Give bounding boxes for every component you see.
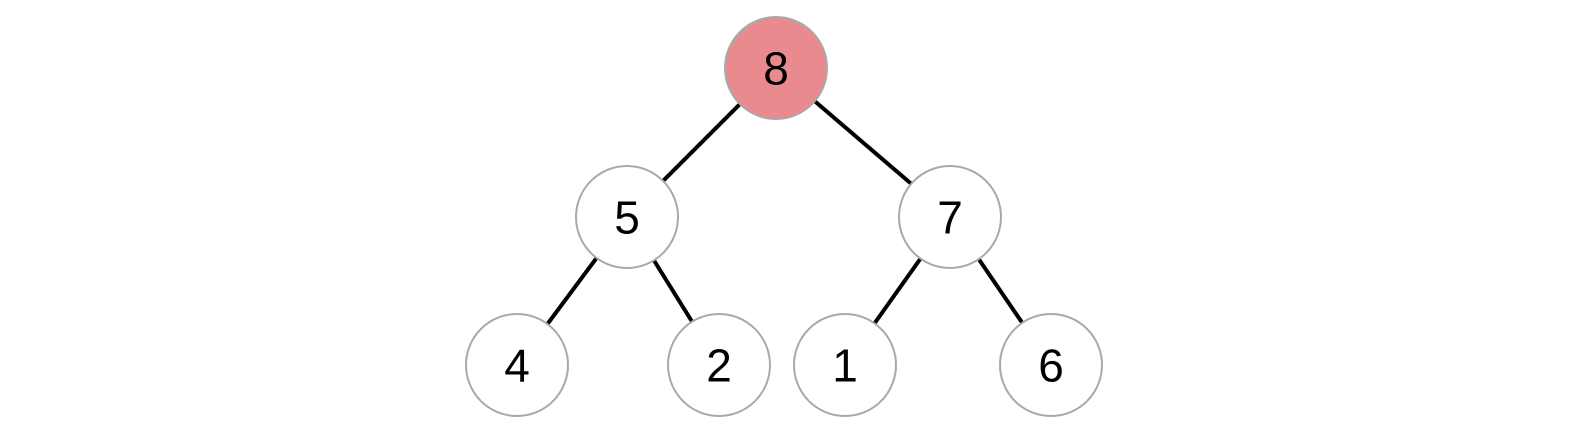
tree-node-label: 6 (1038, 340, 1064, 392)
tree-node-circle (667, 313, 771, 417)
tree-node-label: 7 (937, 192, 963, 244)
tree-node-5: 5 (575, 165, 679, 269)
tree-node-label: 5 (614, 192, 640, 244)
tree-node-circle (465, 313, 569, 417)
tree-node-6: 6 (999, 313, 1103, 417)
tree-node-4: 4 (465, 313, 569, 417)
tree-node-circle (793, 313, 897, 417)
tree-node-1: 1 (793, 313, 897, 417)
tree-node-2: 2 (667, 313, 771, 417)
tree-node-circle (898, 165, 1002, 269)
tree-node-label: 2 (706, 340, 732, 392)
tree-node-circle-highlighted (724, 16, 828, 120)
tree-node-label: 8 (763, 43, 789, 95)
tree-node-circle (999, 313, 1103, 417)
tree-node-circle (575, 165, 679, 269)
tree-node-8: 8 (724, 16, 828, 120)
tree-node-7: 7 (898, 165, 1002, 269)
tree-node-label: 4 (504, 340, 530, 392)
tree-node-label: 1 (832, 340, 858, 392)
